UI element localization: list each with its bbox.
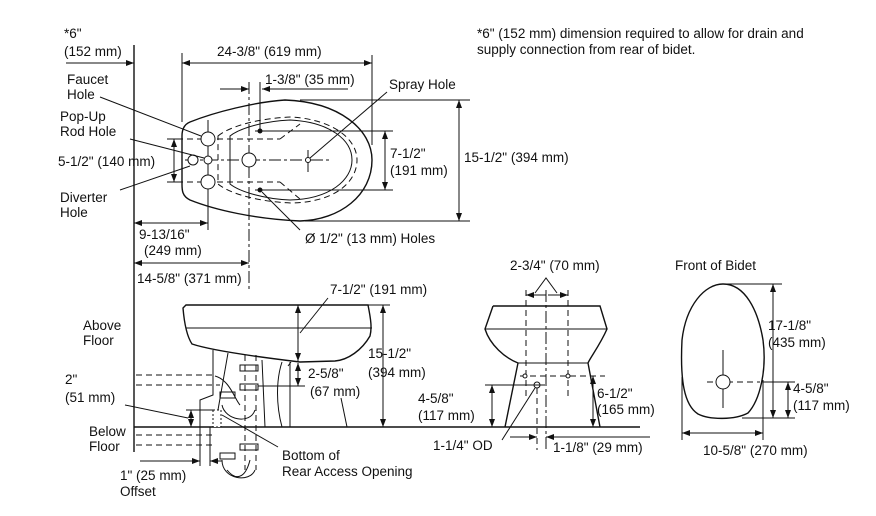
diverter-label-2: Hole — [60, 205, 88, 220]
below-floor-label-2: Floor — [89, 439, 120, 454]
diverter-label: Diverter — [60, 190, 108, 205]
access-opening-label: Bottom of — [282, 448, 340, 463]
bowl-depth: 7-1/2" (191 mm) — [330, 282, 427, 297]
faucet-hole — [200, 131, 216, 147]
supply-spacing: 2-3/4" (70 mm) — [510, 258, 600, 273]
supply-height: 6-1/2" — [597, 386, 633, 401]
clearance-label: *6" — [64, 26, 82, 41]
front-length-mm: (435 mm) — [768, 335, 826, 350]
note-line2: supply connection from rear of bidet. — [477, 42, 695, 57]
faucet-from-wall: 9-13/16" — [139, 227, 190, 242]
overall-length: 24-3/8" (619 mm) — [217, 44, 322, 59]
front-view: Front of Bidet 17-1/8" (435 mm) 4-5/8" (… — [675, 258, 850, 458]
bidet-rear-outline — [484, 305, 608, 428]
bidet-front-outline — [680, 283, 765, 420]
hole-offset: 1-3/8" (35 mm) — [265, 72, 355, 87]
bidet-height: 15-1/2" — [368, 346, 411, 361]
bidet-top-outline — [181, 99, 373, 222]
overall-width: 15-1/2" (394 mm) — [464, 150, 569, 165]
front-length: 17-1/8" — [768, 318, 811, 333]
rear-view: 2-3/4" (70 mm) 4-5/8" (117 mm) 6-1/2" (1… — [418, 258, 655, 455]
offset-label: Offset — [120, 484, 156, 499]
drain-offset: 1-1/8" (29 mm) — [553, 440, 643, 455]
side-view: 7-1/2" (191 mm) 2-5/8" (67 mm) 15-1/2" (… — [65, 282, 640, 499]
faucet-from-wall-mm: (249 mm) — [144, 243, 202, 258]
center-from-wall: 14-5/8" (371 mm) — [137, 271, 242, 286]
diverter-hole — [200, 174, 216, 190]
mount-hole — [257, 187, 263, 193]
hole-spacing: 5-1/2" (140 mm) — [58, 154, 155, 169]
top-view: *6" (152 mm) 24-3/8" (619 mm) 1-3/8" (35… — [58, 26, 569, 290]
clearance-mm: (152 mm) — [64, 44, 122, 59]
below-floor-label: Below — [89, 424, 126, 439]
mount-hole — [257, 128, 263, 134]
mount-spacing-mm: (191 mm) — [390, 163, 448, 178]
drain-od: 1-1/4" OD — [433, 438, 493, 453]
popup-label: Pop-Up — [60, 109, 106, 124]
bidet-height-mm: (394 mm) — [368, 365, 426, 380]
front-drain-hole — [715, 374, 731, 390]
rim-to-outlet-mm: (67 mm) — [310, 384, 360, 399]
drain-height-mm: (117 mm) — [418, 408, 475, 423]
front-width: 10-5/8" (270 mm) — [703, 443, 808, 458]
popup-rod-hole — [203, 155, 213, 165]
bidet-side-outline — [182, 304, 372, 363]
front-drain-location-mm: (117 mm) — [793, 398, 850, 413]
supply-hole — [522, 373, 528, 379]
faucet-hole-label: Faucet — [67, 72, 109, 87]
spray-hole — [305, 157, 311, 163]
trap-height: 2" — [65, 372, 78, 387]
faucet-hole-label-2: Hole — [67, 87, 95, 102]
above-floor-label-2: Floor — [83, 333, 114, 348]
access-opening-label-2: Rear Access Opening — [282, 464, 413, 479]
above-floor-label: Above — [83, 318, 121, 333]
supply-hole — [565, 373, 571, 379]
spray-hole-label: Spray Hole — [389, 77, 456, 92]
mount-spacing: 7-1/2" — [390, 146, 426, 161]
drain-height: 4-5/8" — [418, 391, 454, 406]
note-line1: *6" (152 mm) dimension required to allow… — [477, 26, 804, 41]
front-view-title: Front of Bidet — [675, 258, 756, 273]
supply-height-mm: (165 mm) — [597, 402, 655, 417]
offset-dimension: 1" (25 mm) — [120, 468, 186, 483]
drain-hole — [241, 152, 257, 168]
popup-label-2: Rod Hole — [60, 124, 116, 139]
trap-height-mm: (51 mm) — [65, 390, 115, 405]
front-drain-location: 4-5/8" — [793, 381, 829, 396]
mount-holes-label: Ø 1/2" (13 mm) Holes — [305, 231, 435, 246]
rim-to-outlet: 2-5/8" — [308, 366, 344, 381]
